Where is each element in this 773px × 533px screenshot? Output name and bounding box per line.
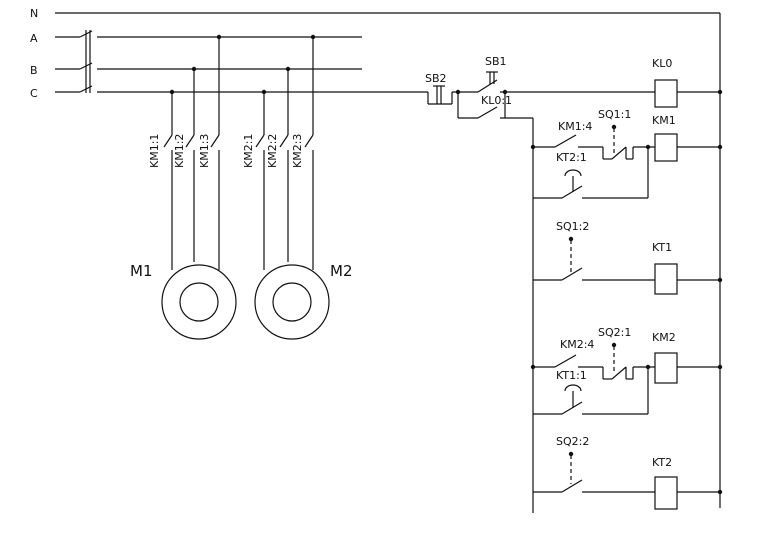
label-kl0-1: KL0:1 (481, 94, 512, 107)
kt2-coil (654, 476, 678, 510)
bus-label-c: C (30, 87, 38, 100)
km1-contacts (163, 37, 220, 270)
kt1-coil (654, 263, 678, 295)
sq1-2-contact (561, 236, 583, 281)
bus-label-a: A (30, 32, 38, 45)
km1-coil (654, 133, 678, 162)
kt2-1-contact (533, 147, 649, 199)
bus-label-n: N (30, 7, 38, 20)
label-km1-4: KM1:4 (558, 120, 592, 133)
label-km2-3: KM2:3 (291, 134, 304, 168)
km2-coil (654, 352, 678, 384)
sq2-1-contact (602, 342, 634, 380)
label-km2-2: KM2:2 (266, 134, 279, 168)
motor-label-m1: M1 (130, 262, 153, 280)
label-km2-1: KM2:1 (242, 134, 255, 168)
label-sb1: SB1 (485, 55, 507, 68)
label-km1-1: KM1:1 (148, 134, 161, 168)
label-sq2-1: SQ2:1 (598, 326, 631, 339)
bus-label-b: B (30, 64, 38, 77)
kl0-coil (654, 79, 678, 108)
label-sq1-1: SQ1:1 (598, 108, 631, 121)
km2-contacts (255, 37, 314, 270)
label-kl0-coil: KL0 (652, 57, 672, 70)
label-km1-2: KM1:2 (173, 134, 186, 168)
kl0-1-contact (457, 92, 533, 119)
label-kt1-coil: KT1 (652, 241, 672, 254)
motor-m2 (254, 264, 330, 340)
sq2-2-contact (561, 451, 583, 493)
kt1-1-contact (533, 367, 649, 415)
label-kt2-coil: KT2 (652, 456, 672, 469)
sb2-button (427, 85, 453, 105)
label-km2-4: KM2:4 (560, 338, 594, 351)
motor-m1 (161, 264, 237, 340)
label-sq2-2: SQ2:2 (556, 435, 589, 448)
sq1-1-contact (602, 124, 634, 160)
label-km1-3: KM1:3 (198, 134, 211, 168)
label-kt2-1: KT2:1 (556, 151, 587, 164)
main-switch (55, 30, 93, 93)
label-km2-coil: KM2 (652, 331, 676, 344)
sb1-button (477, 71, 498, 93)
label-sq1-2: SQ1:2 (556, 220, 589, 233)
motor-label-m2: M2 (330, 262, 353, 280)
label-km1-coil: KM1 (652, 114, 676, 127)
label-sb2: SB2 (425, 72, 447, 85)
label-kt1-1: KT1:1 (556, 369, 587, 382)
